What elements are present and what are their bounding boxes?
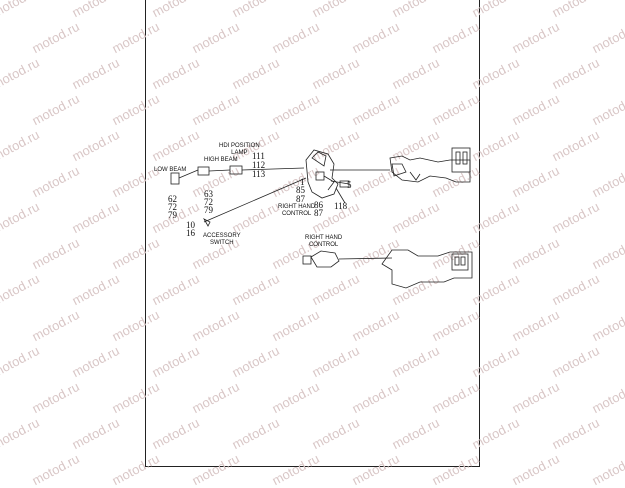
rhc1-line2: CONTROL (281, 211, 312, 217)
right-hand-control-label-upper: RIGHT HAND CONTROL (278, 204, 315, 218)
accessory-ref-2: 16 (186, 228, 195, 238)
left-margin (0, 0, 145, 468)
accessory-ref-1: 10 (186, 220, 195, 230)
low-beam-ref-2: 72 (168, 202, 177, 212)
switch-ref-85: 85 (296, 185, 305, 195)
acc-line1: ACCESSORY (203, 233, 241, 239)
high-beam-ref-2: 72 (204, 197, 213, 207)
low-beam-ref-3: 79 (168, 210, 177, 220)
accessory-switch-label: ACCESSORY SWITCH (203, 233, 241, 247)
switch-ref-87b: 87 (314, 208, 323, 218)
hdi-position-lamp-label: HDI POSITION LAMP (219, 143, 260, 157)
right-hand-control-lower (302, 250, 393, 268)
low-beam-ref-1: 62 (168, 194, 177, 204)
rhc2-line2: CONTROL (308, 242, 339, 248)
right-margin (480, 0, 625, 468)
right-hand-control-label-lower: RIGHT HAND CONTROL (305, 235, 342, 249)
hdi-label-line2: LAMP (231, 150, 248, 156)
switch-ref-118: 118 (334, 201, 348, 211)
switch-ref-1: 1 (300, 177, 305, 187)
switch-ref-87a: 87 (296, 194, 305, 204)
hdi-ref-2: 112 (252, 160, 266, 170)
lower-harness-body (381, 249, 473, 289)
high-beam-ref-3: 79 (204, 205, 213, 215)
upper-harness-body (389, 147, 471, 183)
low-beam-label: LOW BEAM (154, 167, 187, 173)
hdi-ref-3: 113 (252, 169, 266, 179)
rhc2-line1: RIGHT HAND (305, 235, 343, 241)
accessory-switch-body (202, 218, 211, 227)
switch-ref-5: 5 (347, 180, 352, 190)
wiring-diagram (170, 147, 473, 289)
low-beam-connector (170, 172, 180, 185)
high-beam-connector (197, 166, 210, 176)
switch-ref-86: 86 (314, 200, 323, 210)
rhc1-line1: RIGHT HAND (278, 204, 316, 210)
acc-line2: SWITCH (209, 240, 234, 246)
diagram-page (145, 0, 480, 467)
high-beam-label: HIGH BEAM (204, 157, 238, 163)
high-beam-ref-1: 63 (204, 189, 213, 199)
hdi-lamp-connector (229, 165, 243, 175)
right-hand-control-upper (305, 149, 350, 204)
hdi-ref-1: 111 (252, 151, 265, 161)
hdi-label-line1: HDI POSITION (219, 143, 260, 149)
